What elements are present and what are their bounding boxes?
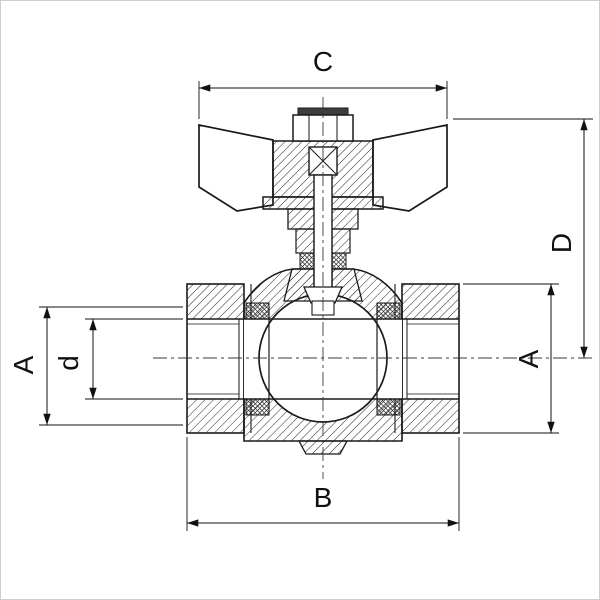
left-seat-top — [245, 302, 270, 320]
right-cap-section-bottom — [402, 399, 459, 433]
left-cap-section-bottom — [187, 399, 244, 433]
dim-B-label: B — [314, 482, 333, 513]
gland-left — [295, 228, 315, 254]
left-cap-section-top — [187, 284, 244, 319]
right-wing — [372, 123, 448, 212]
dim-d-label: d — [53, 355, 84, 371]
dim-d-extension-lines — [85, 318, 183, 400]
left-wing — [198, 123, 274, 212]
dim-A-right-extension-lines — [463, 283, 559, 434]
dimension-A-right: A — [463, 283, 559, 434]
seat-contact-lines — [268, 307, 378, 409]
stem-nut-hex-flats — [308, 115, 338, 141]
stem-flange — [303, 286, 343, 304]
gland-right — [331, 228, 351, 254]
dim-B-extension-lines — [186, 437, 460, 531]
right-thread-lines — [407, 323, 459, 395]
right-seat-top — [376, 302, 401, 320]
dim-C-label: C — [313, 46, 333, 77]
dimension-B: B — [186, 437, 460, 531]
dim-D-label: D — [546, 233, 577, 253]
dimension-D: D — [453, 118, 593, 359]
dimension-d: d — [53, 318, 183, 400]
dim-A-left-label: A — [8, 355, 39, 374]
centerlines — [153, 97, 593, 479]
dim-A-left-extension-lines — [39, 306, 183, 426]
left-seat-bottom — [245, 398, 270, 416]
dimension-annotations: C B D A A d — [8, 46, 593, 531]
packing-right — [331, 252, 347, 270]
packing-left — [299, 252, 315, 270]
dim-A-right-label: A — [513, 349, 544, 368]
thread-shoulders — [238, 319, 408, 399]
butterfly-handle — [198, 107, 448, 212]
right-seat-bottom — [376, 398, 401, 416]
right-cap-section-top — [402, 284, 459, 319]
stem-assembly — [283, 174, 363, 316]
left-thread-lines — [187, 323, 239, 395]
dimension-A-left: A — [8, 306, 183, 426]
dimension-C: C — [198, 46, 448, 119]
